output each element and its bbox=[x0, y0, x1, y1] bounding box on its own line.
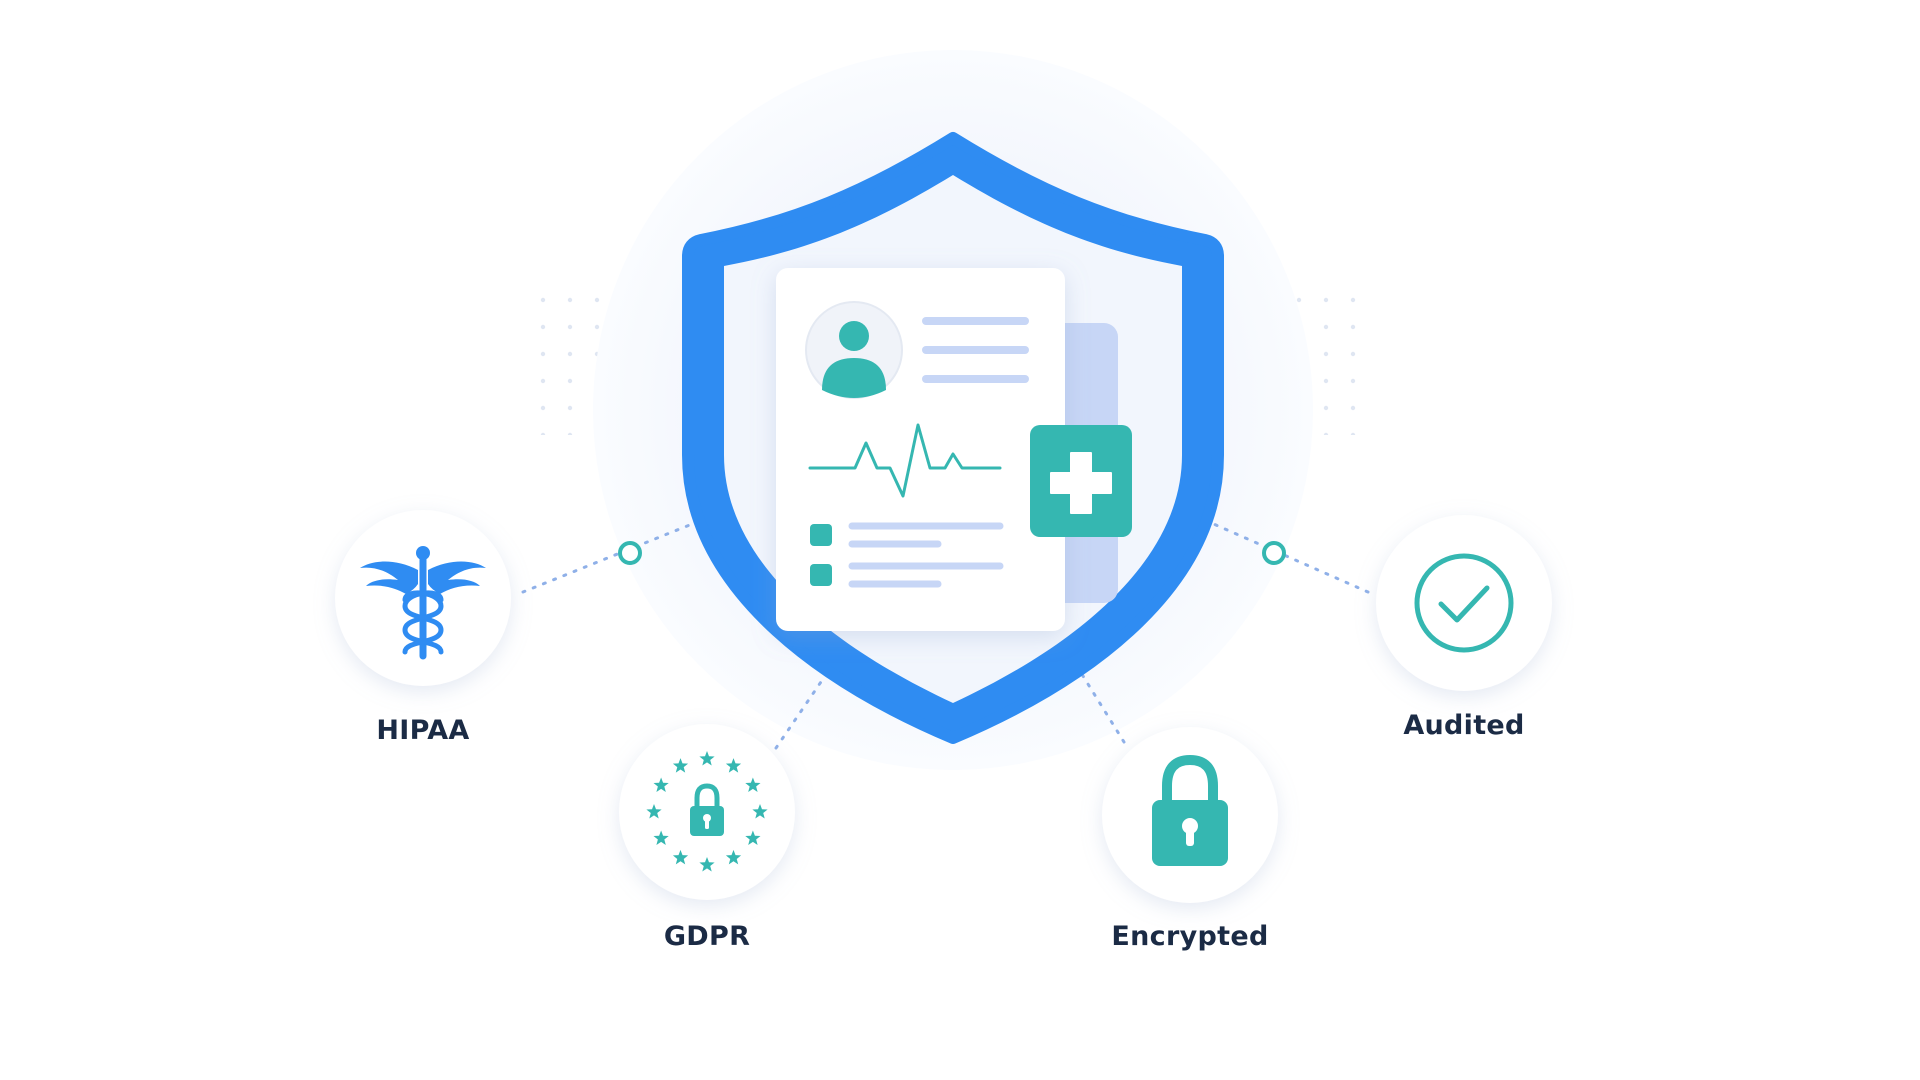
encrypted-badge bbox=[1102, 727, 1278, 903]
eu-star-icon bbox=[672, 758, 689, 773]
encrypted-label: Encrypted bbox=[1111, 921, 1269, 952]
hipaa-badge bbox=[335, 510, 511, 686]
connector-encrypted bbox=[1081, 674, 1126, 744]
eu-star-icon bbox=[699, 857, 715, 872]
patient-avatar-icon bbox=[805, 301, 903, 399]
connector-node-hipaa bbox=[618, 541, 642, 565]
eu-star-icon bbox=[745, 830, 761, 845]
record-checklist bbox=[810, 522, 1004, 588]
padlock-icon bbox=[1152, 754, 1228, 866]
check-circle-icon bbox=[1414, 553, 1514, 653]
connector-node-audited bbox=[1262, 541, 1286, 565]
eu-star-icon bbox=[699, 751, 715, 766]
eu-star-icon bbox=[725, 758, 742, 773]
eu-star-icon bbox=[745, 777, 761, 792]
eu-star-icon bbox=[672, 849, 689, 865]
medical-cross-icon bbox=[1030, 425, 1132, 537]
connector-audited bbox=[1198, 516, 1370, 594]
eu-stars bbox=[646, 751, 768, 872]
gdpr-badge bbox=[619, 724, 795, 900]
connector-gdpr bbox=[774, 674, 827, 750]
record-text-lines bbox=[922, 317, 1029, 383]
eu-star-icon bbox=[752, 804, 768, 819]
eu-stars-lock-icon bbox=[646, 751, 768, 872]
gdpr-label: GDPR bbox=[663, 921, 751, 952]
hipaa-label: HIPAA bbox=[376, 715, 470, 746]
connectors bbox=[521, 516, 1370, 750]
audited-badge bbox=[1376, 515, 1552, 691]
audited-label: Audited bbox=[1403, 710, 1525, 741]
eu-star-icon bbox=[653, 777, 669, 792]
medical-record-icon bbox=[776, 268, 1132, 631]
eu-star-icon bbox=[653, 830, 669, 845]
eu-star-icon bbox=[646, 804, 662, 819]
eu-star-icon bbox=[725, 849, 742, 865]
connector-hipaa bbox=[521, 516, 709, 594]
heartbeat-icon bbox=[808, 423, 1002, 498]
caduceus-icon bbox=[360, 546, 486, 660]
